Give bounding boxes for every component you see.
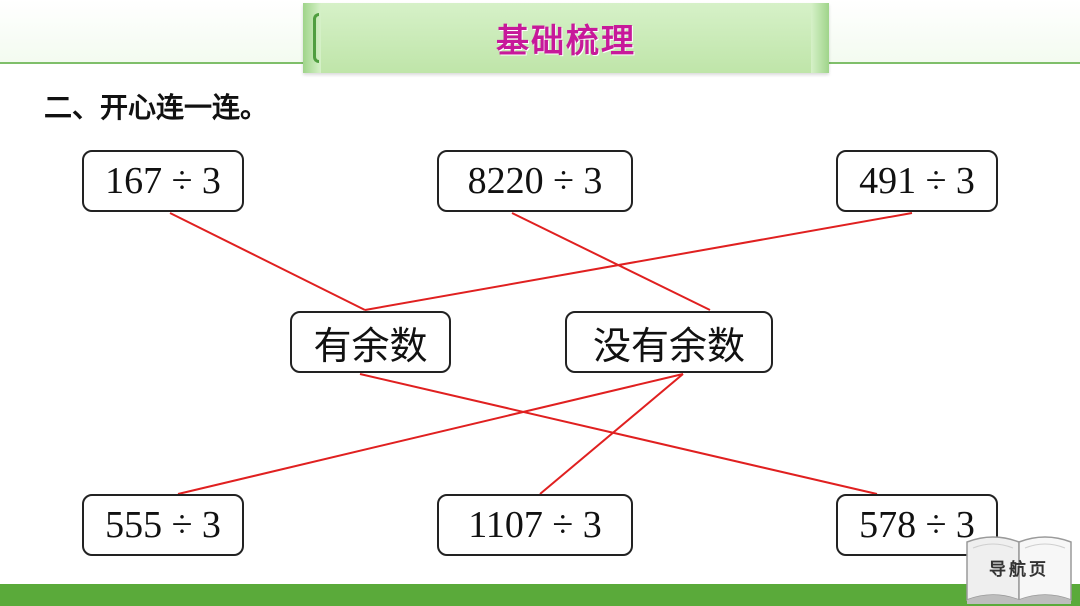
connection-line-5 bbox=[539, 373, 684, 495]
book-icon bbox=[966, 536, 1072, 604]
title-banner: 基础梳理 bbox=[303, 3, 829, 73]
top-expression-3[interactable]: 491 ÷ 3 bbox=[836, 150, 998, 212]
page-title: 基础梳理 bbox=[496, 21, 636, 60]
footer-bar bbox=[0, 584, 1080, 606]
connection-line-2 bbox=[511, 212, 711, 311]
connection-line-4 bbox=[177, 373, 684, 495]
connection-line-1 bbox=[169, 212, 366, 311]
question-prompt: 二、开心连一连。 bbox=[44, 91, 269, 124]
nav-home-button[interactable]: 导航页 bbox=[963, 528, 1075, 604]
connection-line-6 bbox=[359, 373, 878, 495]
bottom-expression-2[interactable]: 1107 ÷ 3 bbox=[437, 494, 633, 556]
category-no-remainder[interactable]: 没有余数 bbox=[565, 311, 773, 373]
top-expression-2[interactable]: 8220 ÷ 3 bbox=[437, 150, 633, 212]
category-has-remainder[interactable]: 有余数 bbox=[290, 311, 451, 373]
connection-line-3 bbox=[364, 212, 913, 311]
banner-right-bracket bbox=[813, 13, 819, 63]
top-expression-1[interactable]: 167 ÷ 3 bbox=[82, 150, 244, 212]
nav-label: 导航页 bbox=[989, 560, 1049, 580]
bottom-expression-1[interactable]: 555 ÷ 3 bbox=[82, 494, 244, 556]
banner-left-bracket bbox=[313, 13, 319, 63]
